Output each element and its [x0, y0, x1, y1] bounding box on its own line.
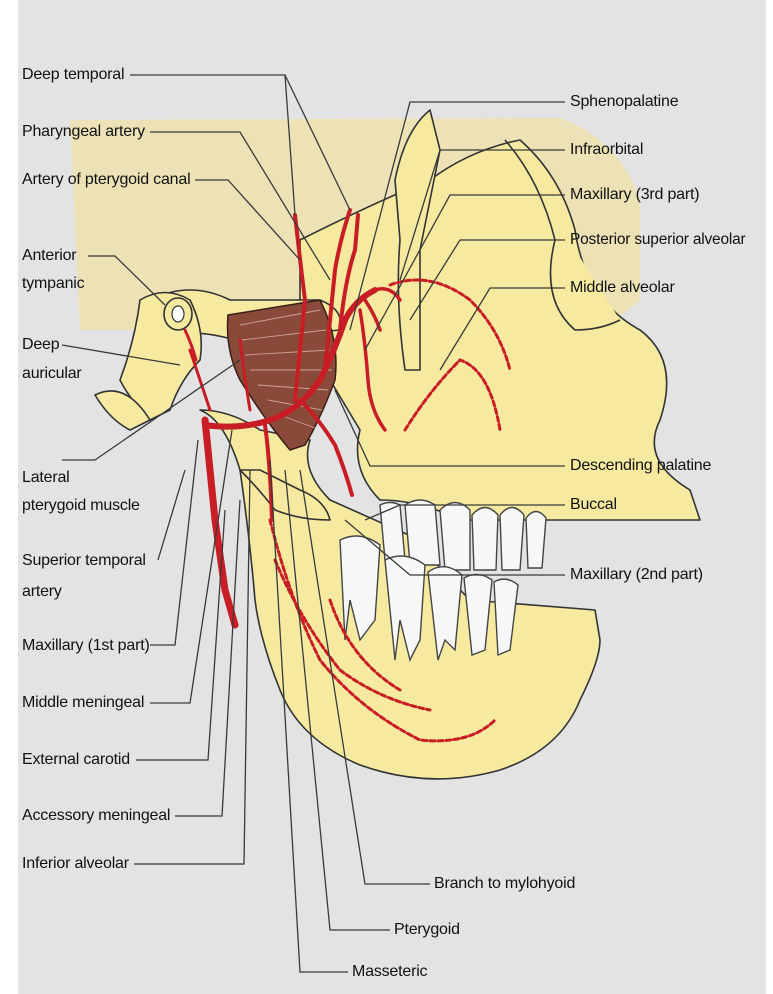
label-superior-temporal-line1: Superior temporal	[22, 551, 146, 571]
label-maxillary-2nd: Maxillary (2nd part)	[570, 565, 703, 585]
label-lateral-pterygoid-line1: Lateral	[22, 468, 70, 488]
label-deep-temporal: Deep temporal	[22, 65, 124, 85]
label-sphenopalatine: Sphenopalatine	[570, 92, 678, 112]
label-pharyngeal-artery: Pharyngeal artery	[22, 122, 145, 142]
label-branch-to-mylohyoid: Branch to mylohyoid	[434, 874, 575, 894]
label-external-carotid: External carotid	[22, 750, 130, 770]
label-deep-auricular-line1: Deep	[22, 335, 59, 355]
label-deep-auricular-line2: auricular	[22, 364, 82, 384]
label-posterior-superior-alveolar: Posterior superior alveolar	[570, 230, 746, 250]
label-pterygoid: Pterygoid	[394, 920, 460, 940]
label-maxillary-3rd: Maxillary (3rd part)	[570, 185, 699, 205]
label-descending-palatine: Descending palatine	[570, 456, 711, 476]
label-maxillary-1st: Maxillary (1st part)	[22, 636, 150, 656]
label-buccal: Buccal	[570, 495, 617, 515]
label-anterior-tympanic-line2: tympanic	[22, 274, 84, 294]
label-anterior-tympanic-line1: Anterior	[22, 246, 76, 266]
label-masseteric: Masseteric	[352, 962, 427, 982]
label-artery-pterygoid-canal: Artery of pterygoid canal	[22, 170, 190, 190]
label-lateral-pterygoid-line2: pterygoid muscle	[22, 496, 140, 516]
label-middle-meningeal: Middle meningeal	[22, 693, 144, 713]
label-inferior-alveolar: Inferior alveolar	[22, 854, 129, 874]
label-middle-alveolar: Middle alveolar	[570, 278, 675, 298]
label-infraorbital: Infraorbital	[570, 140, 643, 160]
label-superior-temporal-line2: artery	[22, 582, 62, 602]
label-accessory-meningeal: Accessory meningeal	[22, 806, 170, 826]
